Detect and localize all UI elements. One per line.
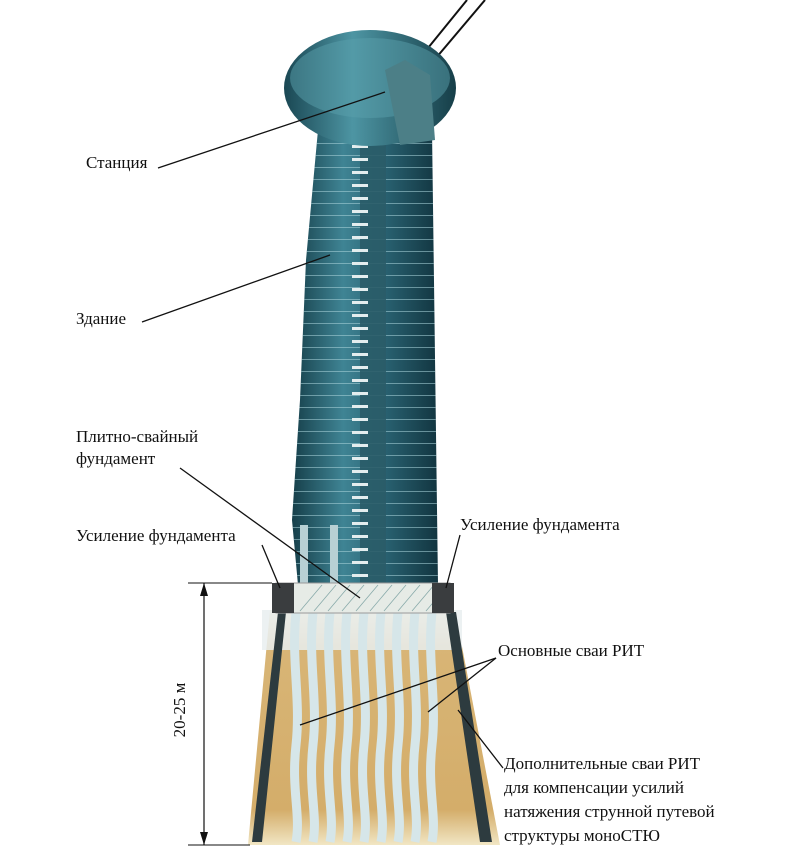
balcony-slab xyxy=(352,366,368,369)
balcony-slab xyxy=(352,431,368,434)
balcony-slab xyxy=(352,314,368,317)
leader-lines xyxy=(141,91,504,769)
balcony-slab xyxy=(352,327,368,330)
label-main-piles: Основные сваи РИТ xyxy=(498,641,645,660)
balcony-slab xyxy=(352,379,368,382)
hatch-line xyxy=(341,584,365,612)
extra-pile-right xyxy=(446,612,492,842)
label-raft-line1: Плитно-свайный xyxy=(76,427,199,446)
label-raft-line2: фундамент xyxy=(76,449,156,468)
balcony-slab xyxy=(352,457,368,460)
hatch-line xyxy=(313,584,337,612)
pile xyxy=(426,611,438,843)
hatch-line xyxy=(369,584,393,612)
label-reinforcement-left: Усиление фундамента xyxy=(76,526,236,545)
hatch-line xyxy=(355,584,379,612)
balcony-slab xyxy=(352,574,368,577)
balcony-slab xyxy=(352,496,368,499)
balcony-slab xyxy=(352,444,368,447)
extra-pile-left xyxy=(252,612,286,842)
main-piles xyxy=(290,611,438,843)
core-balconies xyxy=(352,132,368,577)
pile xyxy=(307,611,319,843)
label-building: Здание xyxy=(76,309,127,328)
hatch-line xyxy=(397,584,421,612)
tower-column-left xyxy=(300,525,308,585)
balcony-slab xyxy=(352,405,368,408)
label-reinforcement-right: Усиление фундамента xyxy=(460,515,620,534)
balcony-slab xyxy=(352,249,368,252)
balcony-slab xyxy=(352,535,368,538)
reinforcement-block-left xyxy=(272,583,294,613)
balcony-slab xyxy=(352,197,368,200)
pile xyxy=(392,611,404,843)
balcony-slab xyxy=(352,262,368,265)
label-extra-piles: Дополнительные сваи РИТ для компенсации … xyxy=(504,752,784,848)
depth-dimension xyxy=(188,582,272,846)
label-extra-piles-line2: для компенсации усилий xyxy=(504,778,684,797)
balcony-slab xyxy=(352,353,368,356)
tower-core xyxy=(360,120,386,585)
label-extra-piles-line4: структуры моноСТЮ xyxy=(504,826,660,845)
hatch-line xyxy=(383,584,407,612)
label-depth: 20-25 м xyxy=(170,682,189,738)
pile xyxy=(324,611,336,843)
balcony-slab xyxy=(352,418,368,421)
balcony-slab xyxy=(352,288,368,291)
balcony-slab xyxy=(352,236,368,239)
pile xyxy=(358,611,370,843)
balcony-slab xyxy=(352,548,368,551)
balcony-slab xyxy=(352,561,368,564)
balcony-slab xyxy=(352,275,368,278)
balcony-slab xyxy=(352,301,368,304)
pile xyxy=(409,611,421,843)
label-extra-piles-line3: натяжения струнной путевой xyxy=(504,802,715,821)
balcony-slab xyxy=(352,210,368,213)
pile xyxy=(375,611,387,843)
hatch-line xyxy=(299,584,323,612)
pile xyxy=(290,611,302,843)
hatch-line xyxy=(327,584,351,612)
balcony-slab xyxy=(352,171,368,174)
pile xyxy=(341,611,353,843)
label-raft-foundation: Плитно-свайный фундамент xyxy=(76,426,276,470)
balcony-slab xyxy=(352,158,368,161)
balcony-slab xyxy=(352,522,368,525)
tower-column-mid xyxy=(330,525,338,585)
balcony-slab xyxy=(352,483,368,486)
balcony-slab xyxy=(352,392,368,395)
balcony-slab xyxy=(352,145,368,148)
balcony-slab xyxy=(352,340,368,343)
hatch-line xyxy=(411,584,435,612)
station-rail-support xyxy=(385,60,435,145)
reinforcement-block-right xyxy=(432,583,454,613)
balcony-slab xyxy=(352,509,368,512)
balcony-slab xyxy=(352,470,368,473)
label-extra-piles-line1: Дополнительные сваи РИТ xyxy=(504,754,701,773)
balcony-slab xyxy=(352,223,368,226)
balcony-slab xyxy=(352,184,368,187)
label-station: Станция xyxy=(86,153,148,172)
